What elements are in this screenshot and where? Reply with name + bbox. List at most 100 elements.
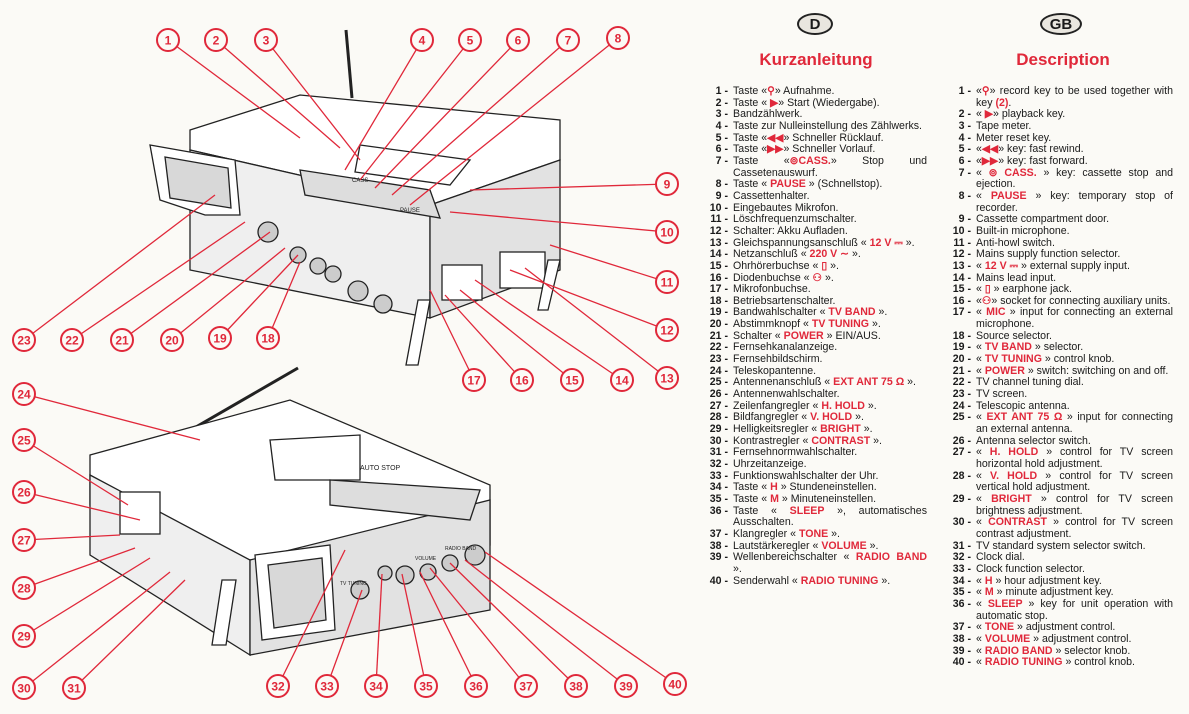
german-item-5: 5 -Taste «◀◀» Schneller Rücklauf. — [700, 131, 927, 145]
item-text: « RADIO BAND » selector knob. — [976, 644, 1173, 658]
callout-circle — [464, 674, 488, 698]
callout-circle — [506, 28, 530, 52]
item-text-part: TV BAND — [828, 306, 876, 319]
item-text-part: » key for unit operation with automatic … — [976, 597, 1173, 622]
item-text: Antennenanschluß « EXT ANT 75 Ω ». — [733, 377, 927, 389]
item-text: «▶▶» key: fast forward. — [976, 154, 1173, 168]
callout-circle — [204, 28, 228, 52]
item-number: 37 - — [709, 527, 728, 540]
item-text-part: » socket for connecting auxiliary units. — [991, 294, 1171, 307]
item-text-part: Built-in microphone. — [976, 224, 1070, 237]
item-number: 20 - — [952, 353, 971, 366]
item-text: Klangregler « TONE ». — [733, 528, 927, 541]
device-label-cass: CASS — [352, 178, 368, 184]
item-text-part: MIC — [986, 306, 1006, 319]
item-text-part: » key: cassette stop and ejection. — [976, 166, 1173, 191]
item-text: «⚲» record key to be used together with … — [976, 85, 1173, 109]
callout-number: 14 — [615, 374, 629, 388]
callout-leader-line — [23, 194, 216, 341]
item-text: TV screen. — [976, 388, 1173, 401]
german-title: Kurzanleitung — [759, 50, 873, 69]
item-text-part: Source selector. — [976, 329, 1052, 342]
item-text-part: ⚇ — [812, 271, 823, 284]
item-text-part: Wellenbereichschalter « — [733, 551, 856, 564]
german-item-10: 10 -Eingebautes Mikrofon. — [700, 202, 927, 215]
english-item-12: 12 -Mains supply function selector. — [943, 248, 1173, 261]
callout-number: 23 — [17, 334, 31, 348]
item-number: 11 - — [710, 213, 728, 226]
item-text-part: Mikrofonbuchse. — [733, 283, 811, 296]
callout-circle — [606, 26, 630, 50]
english-item-4: 4 -Meter reset key. — [943, 132, 1173, 145]
callout-24: 24 — [12, 382, 36, 406]
german-item-38: 38 -Lautstärkeregler « VOLUME ». — [700, 540, 927, 553]
item-text: Meter reset key. — [976, 132, 1173, 145]
item-text: Zeilenfangregler « H. HOLD ». — [733, 399, 927, 413]
item-text: Fernsehnormwahlschalter. — [733, 447, 927, 459]
german-item-22: 22 -Fernsehkanalanzeige. — [700, 342, 927, 354]
item-text: Lautstärkeregler « VOLUME ». — [733, 540, 927, 553]
english-item-34: 34 -« H » hour adjustment key. — [943, 575, 1173, 588]
item-text: Taste « H » Stundeneinstellen. — [733, 481, 927, 494]
item-text-part: Mains lead input. — [976, 271, 1057, 284]
item-text: Anti-howl switch. — [976, 237, 1173, 250]
item-text: Antenna selector switch. — [976, 435, 1173, 448]
callout-39: 39 — [614, 674, 638, 698]
item-number: 17 - — [709, 283, 728, 296]
item-text-part: » control for TV screen contrast adjustm… — [976, 516, 1173, 540]
item-text: TV standard system selector switch. — [976, 540, 1173, 553]
item-text: Bandzählwerk. — [733, 108, 927, 121]
callout-leaders — [23, 37, 676, 689]
item-number: 15 - — [709, 259, 728, 272]
item-number: 24 - — [952, 399, 971, 412]
item-text-part: « — [976, 154, 982, 167]
item-text-part: ▶▶ — [981, 154, 999, 167]
item-text-part: H — [770, 481, 778, 494]
callout-leader-line — [459, 289, 573, 381]
item-text-part: . — [1008, 96, 1012, 109]
callout-leader-line — [121, 231, 271, 341]
english-item-17: 17 -« MIC » input for connecting an exte… — [943, 307, 1173, 330]
item-number: 13 - — [709, 236, 728, 249]
item-text-part: ». — [827, 259, 839, 272]
item-text-part: « — [976, 306, 987, 319]
item-text-part: ▶ — [984, 108, 993, 121]
callout-leader-line — [409, 37, 619, 206]
item-number: 7 - — [715, 154, 728, 167]
item-text: Source selector. — [976, 329, 1173, 343]
item-text: Betriebsartenschalter. — [733, 295, 927, 308]
item-number: 35 - — [709, 492, 728, 505]
item-text-part: H. HOLD — [821, 399, 865, 412]
callout-leader-line — [449, 562, 577, 687]
item-number: 23 - — [709, 353, 728, 366]
german-item-18: 18 -Betriebsartenschalter. — [700, 295, 927, 308]
item-number: 28 - — [952, 469, 971, 482]
callout-30: 30 — [12, 676, 36, 700]
callout-leader-line — [429, 289, 475, 381]
english-item-6: 6 -«▶▶» key: fast forward. — [943, 154, 1173, 168]
item-text-part: ◀◀ — [767, 131, 784, 144]
callout-number: 35 — [419, 680, 433, 694]
callout-leader-line — [73, 579, 186, 689]
item-number: 14 - — [952, 271, 971, 284]
callout-number: 11 — [661, 276, 674, 290]
item-text-part: Kontrastregler « — [733, 434, 812, 447]
callout-10: 10 — [655, 220, 679, 244]
item-text: Abstimmknopf « TV TUNING ». — [733, 318, 927, 331]
callout-leader-line — [401, 573, 427, 687]
callout-number: 3 — [263, 34, 270, 48]
item-text-part: » selector knob. — [1052, 644, 1131, 657]
item-text-part: » external supply input. — [1018, 259, 1130, 272]
callout-leader-line — [464, 559, 627, 687]
item-number: 1 - — [715, 85, 728, 97]
item-text-part: Clock function selector. — [976, 562, 1085, 575]
item-text-part: » key: temporary stop of recorder. — [976, 189, 1173, 214]
item-number: 27 - — [952, 446, 971, 459]
callout-leader-line — [444, 294, 523, 381]
german-item-7: 7 -Taste «⊚CASS.» Stop und Cassetenauswu… — [700, 154, 927, 179]
callout-11: 11 — [655, 270, 679, 294]
item-text: «⚇» socket for connecting auxiliary unit… — [976, 294, 1173, 308]
item-text: Cassettenhalter. — [733, 190, 927, 203]
callout-leader-line — [509, 269, 668, 331]
item-text-part: » minute adjustment key. — [993, 586, 1114, 599]
